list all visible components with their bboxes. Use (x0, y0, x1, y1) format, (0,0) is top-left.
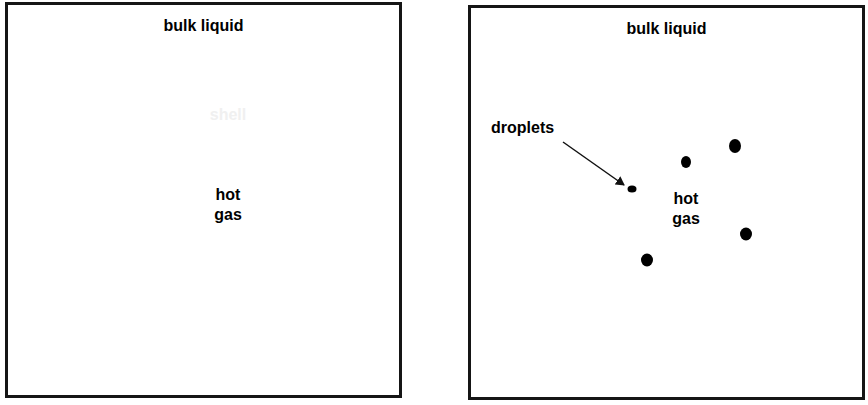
shell-circle (123, 100, 333, 310)
droplet (681, 156, 691, 168)
droplets-label: droplets (491, 118, 554, 138)
leader-arrow (563, 142, 624, 185)
hot-gas-core: hot gas (160, 137, 296, 273)
blob-shape (572, 90, 800, 328)
gas-label: hot gas (672, 189, 700, 229)
droplet (740, 228, 752, 241)
gas-circle (160, 137, 296, 273)
droplet (641, 254, 653, 267)
gas-blob (579, 99, 792, 321)
ring-shape (122, 99, 334, 311)
left-panel: bulk liquid shell hot gas (5, 2, 402, 398)
shell-label: shell (210, 105, 246, 125)
hot-gas-region: hot gas (572, 90, 800, 328)
region-label: bulk liquid (164, 16, 244, 36)
droplet (729, 139, 741, 153)
shell-ring: shell hot gas (122, 99, 334, 311)
gas-label: hot gas (214, 185, 242, 225)
core-shape (160, 137, 296, 273)
region-label: bulk liquid (627, 19, 707, 39)
droplet (628, 186, 637, 193)
right-panel: bulk liquid hot gas droplets (468, 5, 865, 400)
